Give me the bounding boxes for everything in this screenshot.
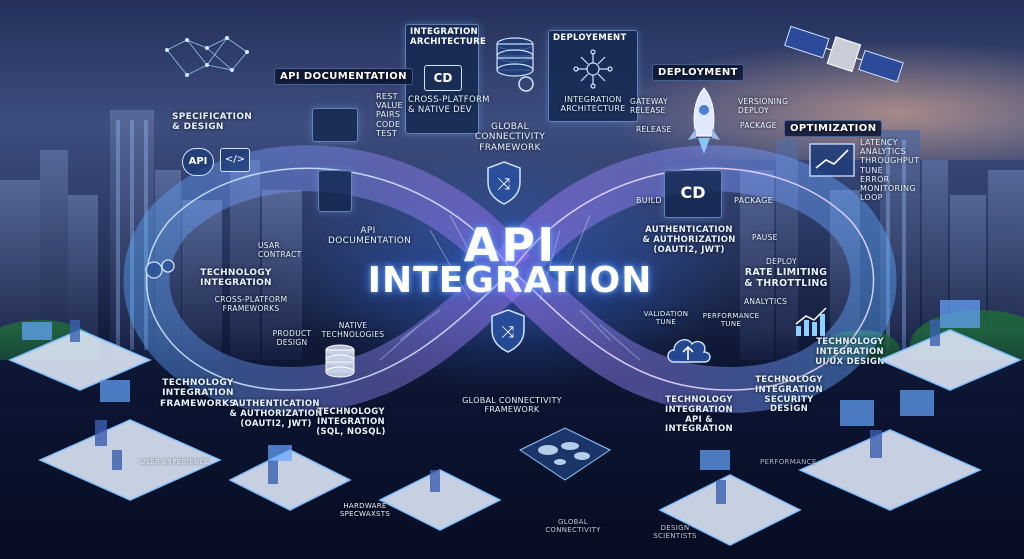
- specification-design-label: SPECIFICATION & DESIGN: [172, 112, 253, 133]
- product-design-label: PRODUCT DESIGN: [272, 329, 312, 347]
- hardware-label: HARDWARE SPECWAXSTS: [339, 502, 391, 519]
- shield-shuffle-icon-top: ⤨: [487, 161, 521, 205]
- package-right-label: PACKAGE: [734, 196, 774, 205]
- api-documentation-mid-label: API DOCUMENTATION: [328, 226, 412, 247]
- world-map-hologram: [518, 427, 612, 481]
- deployement-title: DEPLOYEMENT: [553, 33, 627, 43]
- cross-platform-native-label: CROSS-PLATFORM & NATIVE DEV: [408, 95, 490, 115]
- cd-panel: CD: [664, 170, 722, 218]
- cd-center-label: CD: [680, 183, 706, 202]
- versioning-deploy-label: VERSIONING DEPLOY: [738, 97, 789, 115]
- package-top-label: PACKAGE: [740, 121, 777, 130]
- build-label: BUILD: [636, 196, 662, 205]
- deploy-label: DEPLOY: [766, 257, 797, 266]
- rest-value-pairs-label: REST VALUE PAIRS CODE TEST: [376, 92, 403, 138]
- workstation-platforms: [8, 300, 1022, 546]
- api-badge-icon: API: [182, 148, 214, 176]
- api-documentation-tag: API DOCUMENTATION: [274, 68, 413, 85]
- global-connectivity-floor-label: GLOBAL CONNECTIVITY: [545, 518, 601, 535]
- network-hub-icon: [573, 49, 613, 89]
- rocket-icon: [688, 87, 720, 154]
- technology-sql-label: TECHNOLOGY INTEGRATION (SQL, NOSQL): [316, 407, 386, 437]
- integration-architecture-title: INTEGRATION ARCHITECTURE: [410, 27, 487, 47]
- global-connectivity-top-label: GLOBAL CONNECTIVITY FRAMEWORK: [474, 122, 546, 153]
- trend-chart-icon: [795, 307, 827, 336]
- authentication-right-label: AUTHENTICATION & AUTHORIZATION (OAUTI2, …: [642, 225, 736, 255]
- pause-label: PAUSE: [752, 233, 778, 242]
- optimization-tag: OPTIMIZATION: [784, 120, 883, 137]
- performance-tune-label: PERFORMANCE TUNE: [702, 312, 760, 329]
- technology-frameworks-label: TECHNOLOGY INTEGRATION FRAMEWORKS: [159, 378, 237, 409]
- global-connectivity-bottom-label: GLOBAL CONNECTIVITY FRAMEWORK: [462, 396, 562, 415]
- main-title-api: API: [463, 218, 557, 272]
- performance-floor-label: PERFORMANCE: [760, 458, 817, 466]
- cloud-upload-icon: [667, 339, 711, 363]
- main-title-integration: INTEGRATION: [367, 260, 653, 301]
- native-technologies-label: NATIVE TECHNOLOGIES: [321, 321, 385, 339]
- deployement-panel: DEPLOYEMENT INTEGRATION ARCHITECTURE: [548, 30, 638, 122]
- database-icon: [492, 36, 538, 96]
- analytics-monitor-icon: [809, 143, 855, 177]
- database-stack-icon: [325, 344, 355, 378]
- authentication-left-label: AUTHENTICATION & AUTHORIZATION (OAUTI2, …: [229, 399, 323, 429]
- technology-api-label: TECHNOLOGY INTEGRATION API & INTEGRATION: [665, 395, 733, 435]
- technology-security-label: TECHNOLOGY INTEGRATION SECURITY DESIGN: [755, 375, 823, 415]
- laptop-panel: [312, 108, 358, 142]
- world-network-icon: [165, 36, 249, 77]
- user-experience-label: USER EXPERIENCE: [140, 458, 210, 466]
- technology-integration-left-label: TECHNOLOGY INTEGRATION: [200, 268, 272, 289]
- technology-ux-label: TECHNOLOGY INTEGRATION UI/UX DESIGN: [815, 337, 885, 367]
- document-panel: [318, 170, 352, 212]
- svg-text:⤨: ⤨: [502, 322, 515, 341]
- user-contract-label: USAR CONTRACT: [258, 241, 302, 259]
- rate-limiting-label: RATE LIMITING & THROTTLING: [744, 267, 828, 289]
- sunset-glow: [600, 40, 1024, 160]
- validation-tune-label: VALIDATION TUNE: [643, 310, 689, 327]
- design-scientists-label: DESIGN SCIENTISTS: [653, 524, 697, 541]
- analytics-label: ANALYTICS: [744, 297, 788, 306]
- integration-architecture-panel: INTEGRATION ARCHITECTURE CD: [405, 24, 487, 134]
- integration-architecture-label: INTEGRATION ARCHITECTURE: [560, 95, 626, 114]
- gear-icon: [145, 259, 175, 279]
- release-label: RELEASE: [636, 125, 672, 134]
- shield-shuffle-icon-bottom: ⤨: [491, 309, 525, 353]
- svg-text:⤨: ⤨: [498, 174, 511, 193]
- latency-analytics-label: LATENCY ANALYTICS THROUGHPUT TUNE ERROR …: [860, 138, 920, 203]
- cd-icon: CD: [424, 65, 462, 91]
- cross-platform-frameworks-label: CROSS-PLATFORM FRAMEWORKS: [214, 295, 288, 313]
- deployment-tag: DEPLOYMENT: [652, 64, 744, 81]
- code-badge-icon: </>: [220, 148, 250, 172]
- gateway-release-label: GATEWAY RELEASE: [630, 97, 668, 115]
- satellite-icon: [784, 25, 904, 83]
